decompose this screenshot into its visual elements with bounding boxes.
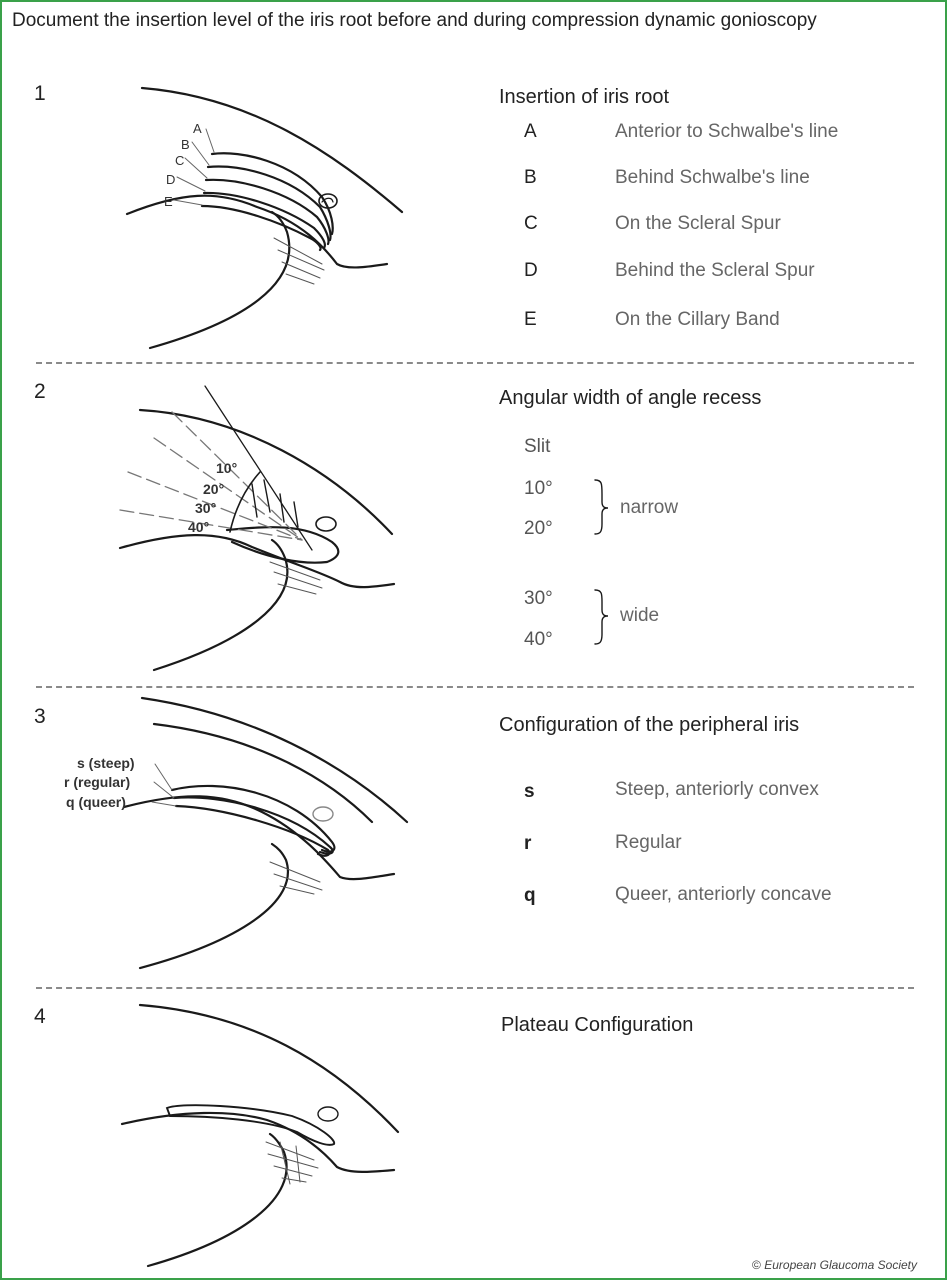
slit-label: Slit — [524, 436, 551, 457]
fig3-label-regular: r (regular) — [64, 774, 130, 790]
degree-value: 10° — [524, 478, 553, 499]
figure-2-angular-width — [118, 385, 396, 672]
fig2-label-30: 30° — [195, 500, 216, 516]
page-title: Document the insertion level of the iris… — [12, 10, 817, 31]
degree-value: 40° — [524, 629, 553, 650]
wide-bracket — [594, 589, 609, 645]
configuration-code: s — [524, 781, 535, 802]
section-2-title: Angular width of angle recess — [499, 387, 762, 409]
narrow-label: narrow — [620, 497, 679, 518]
degree-value: 30° — [524, 588, 553, 609]
copyright: © European Glaucoma Society — [752, 1258, 917, 1272]
degree-value: 20° — [524, 518, 553, 539]
section-3-number: 3 — [34, 705, 46, 728]
section-divider — [36, 686, 914, 688]
fig3-label-steep: s (steep) — [77, 755, 135, 771]
insertion-description: Behind Schwalbe's line — [615, 167, 810, 188]
fig1-label-b: B — [181, 137, 190, 152]
fig1-label-d: D — [166, 172, 175, 187]
section-divider — [36, 362, 914, 364]
configuration-code: r — [524, 833, 532, 854]
fig3-label-queer: q (queer) — [66, 794, 126, 810]
insertion-code: D — [524, 260, 538, 281]
fig1-label-c: C — [175, 153, 184, 168]
fig2-label-40: 40° — [188, 519, 209, 535]
insertion-code: A — [524, 121, 537, 142]
insertion-description: On the Cillary Band — [615, 309, 780, 330]
section-3-title: Configuration of the peripheral iris — [499, 714, 800, 736]
wide-label: wide — [620, 605, 660, 626]
fig1-label-a: A — [193, 121, 202, 136]
section-1-number: 1 — [34, 82, 46, 105]
configuration-description: Queer, anteriorly concave — [615, 884, 832, 905]
configuration-description: Regular — [615, 832, 682, 853]
insertion-description: On the Scleral Spur — [615, 213, 781, 234]
fig1-label-e: E — [164, 194, 173, 209]
fig2-label-20: 20° — [203, 481, 224, 497]
configuration-code: q — [524, 885, 536, 906]
section-1-title: Insertion of iris root — [499, 86, 670, 108]
fig2-label-10: 10° — [216, 460, 237, 476]
insertion-code: E — [524, 309, 537, 330]
section-2-number: 2 — [34, 380, 46, 403]
insertion-description: Anterior to Schwalbe's line — [615, 121, 839, 142]
copyright-owner: European Glaucoma Society — [764, 1258, 917, 1272]
configuration-description: Steep, anteriorly convex — [615, 779, 819, 800]
insertion-code: C — [524, 213, 538, 234]
section-divider — [36, 987, 914, 989]
insertion-code: B — [524, 167, 537, 188]
narrow-bracket — [594, 479, 609, 535]
figure-4-plateau — [120, 1003, 400, 1268]
section-4-title: Plateau Configuration — [501, 1014, 694, 1036]
figure-3-iris-configuration — [122, 696, 409, 970]
figure-1-iris-insertion — [125, 86, 404, 350]
insertion-description: Behind the Scleral Spur — [615, 260, 815, 281]
copyright-symbol: © — [752, 1258, 761, 1272]
section-4-number: 4 — [34, 1005, 46, 1028]
